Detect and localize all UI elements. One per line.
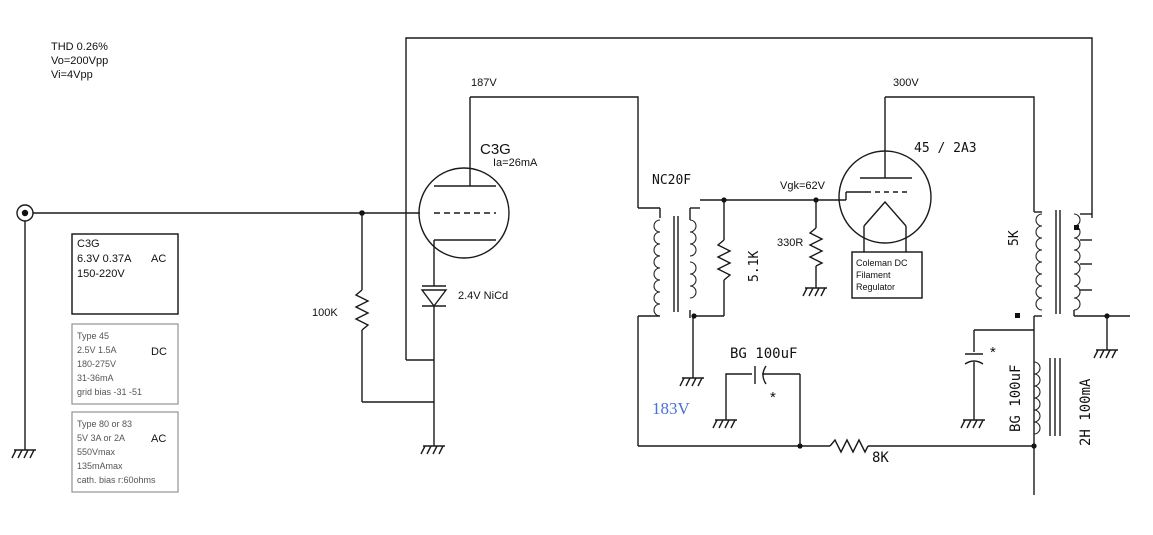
spec-c3g-line1: 6.3V 0.37A (77, 253, 132, 265)
spec-80-supply: AC (151, 433, 166, 445)
spec-c3g-title: C3G (77, 238, 100, 250)
spec-80-line: 5V 3A or 2A (77, 433, 125, 443)
nc20f-secondary-ground (679, 318, 704, 387)
output-transformer-label: 5K (1007, 230, 1022, 246)
regulator-box (851, 251, 923, 299)
c3g-tube-symbol (418, 97, 510, 259)
spec-45-line: 180-275V (77, 359, 116, 369)
output-tube-symbol (838, 97, 932, 252)
stage2-tube-label: 45 / 2A3 (914, 141, 977, 156)
spec-45-supply: DC (151, 346, 167, 358)
grid-resistor-label: 100K (312, 307, 338, 319)
choke-2h (1033, 358, 1061, 436)
spec-box-c3g (71, 233, 179, 315)
note-thd: THD 0.26% (51, 41, 108, 53)
nc20f-transformer (637, 207, 700, 446)
note-vo: Vo=200Vpp (51, 55, 108, 67)
regulator-line: Coleman DC (856, 258, 908, 268)
cap2-label: BG 100uF (1008, 365, 1024, 432)
spec-80-line: 550Vmax (77, 447, 116, 457)
spec-c3g-supply: AC (151, 253, 166, 265)
cathode-resistor-label: 330R (777, 237, 803, 249)
spec-45-line: Type 45 (77, 331, 109, 341)
bg-capacitor-2 (960, 330, 985, 429)
stage2-plate-voltage: 300V (893, 77, 919, 89)
cap1-label: BG 100uF (730, 346, 797, 362)
nc20f-label: NC20F (652, 173, 691, 188)
regulator-line: Regulator (856, 282, 895, 292)
resistor-8k-label: 8K (872, 450, 889, 466)
input-wires (24, 210, 420, 450)
vgk-label: Vgk=62V (780, 180, 826, 192)
spec-80-line: 135mAmax (77, 461, 123, 471)
output-plate-wire (885, 96, 1035, 212)
input-jack (16, 204, 34, 222)
spec-45-line: 2.5V 1.5A (77, 345, 117, 355)
note-vi: Vi=4Vpp (51, 69, 93, 81)
supply-rail (638, 316, 1037, 495)
cap2-asterisk: * (990, 344, 996, 361)
spec-45-line: 31-36mA (77, 373, 114, 383)
cathode-resistor-330r (802, 197, 827, 297)
stage1-ground (420, 445, 445, 455)
choke-label: 2H 100mA (1078, 378, 1094, 446)
cap1-asterisk: * (770, 389, 776, 406)
spec-45-line: grid bias -31 -51 (77, 387, 142, 397)
stage1-current: Ia=26mA (493, 157, 538, 169)
grid-resistor-100k (354, 213, 434, 403)
load-resistor-5k1 (691, 197, 846, 319)
spec-80-line: cath. bias r:60ohms (77, 475, 156, 485)
stage1-plate-wire (470, 96, 639, 208)
battery-label: 2.4V NiCd (458, 290, 508, 302)
regulator-line: Filament (856, 270, 891, 280)
spec-box-80 (71, 411, 179, 493)
bg-capacitor-1 (712, 365, 801, 446)
output-transformer-5k (1015, 210, 1130, 359)
spec-80-line: Type 80 or 83 (77, 419, 132, 429)
stage1-plate-voltage: 187V (471, 77, 497, 89)
spec-c3g-line2: 150-220V (77, 268, 125, 280)
cathode-battery-2v4 (406, 258, 448, 446)
voltage-183v: 183V (652, 399, 691, 418)
stage1-tube-label: C3G (480, 141, 511, 158)
feedback-loop-wire (405, 37, 1093, 360)
spec-box-45 (71, 323, 179, 405)
load-resistor-label: 5.1K (747, 251, 762, 282)
input-ground (11, 449, 36, 459)
